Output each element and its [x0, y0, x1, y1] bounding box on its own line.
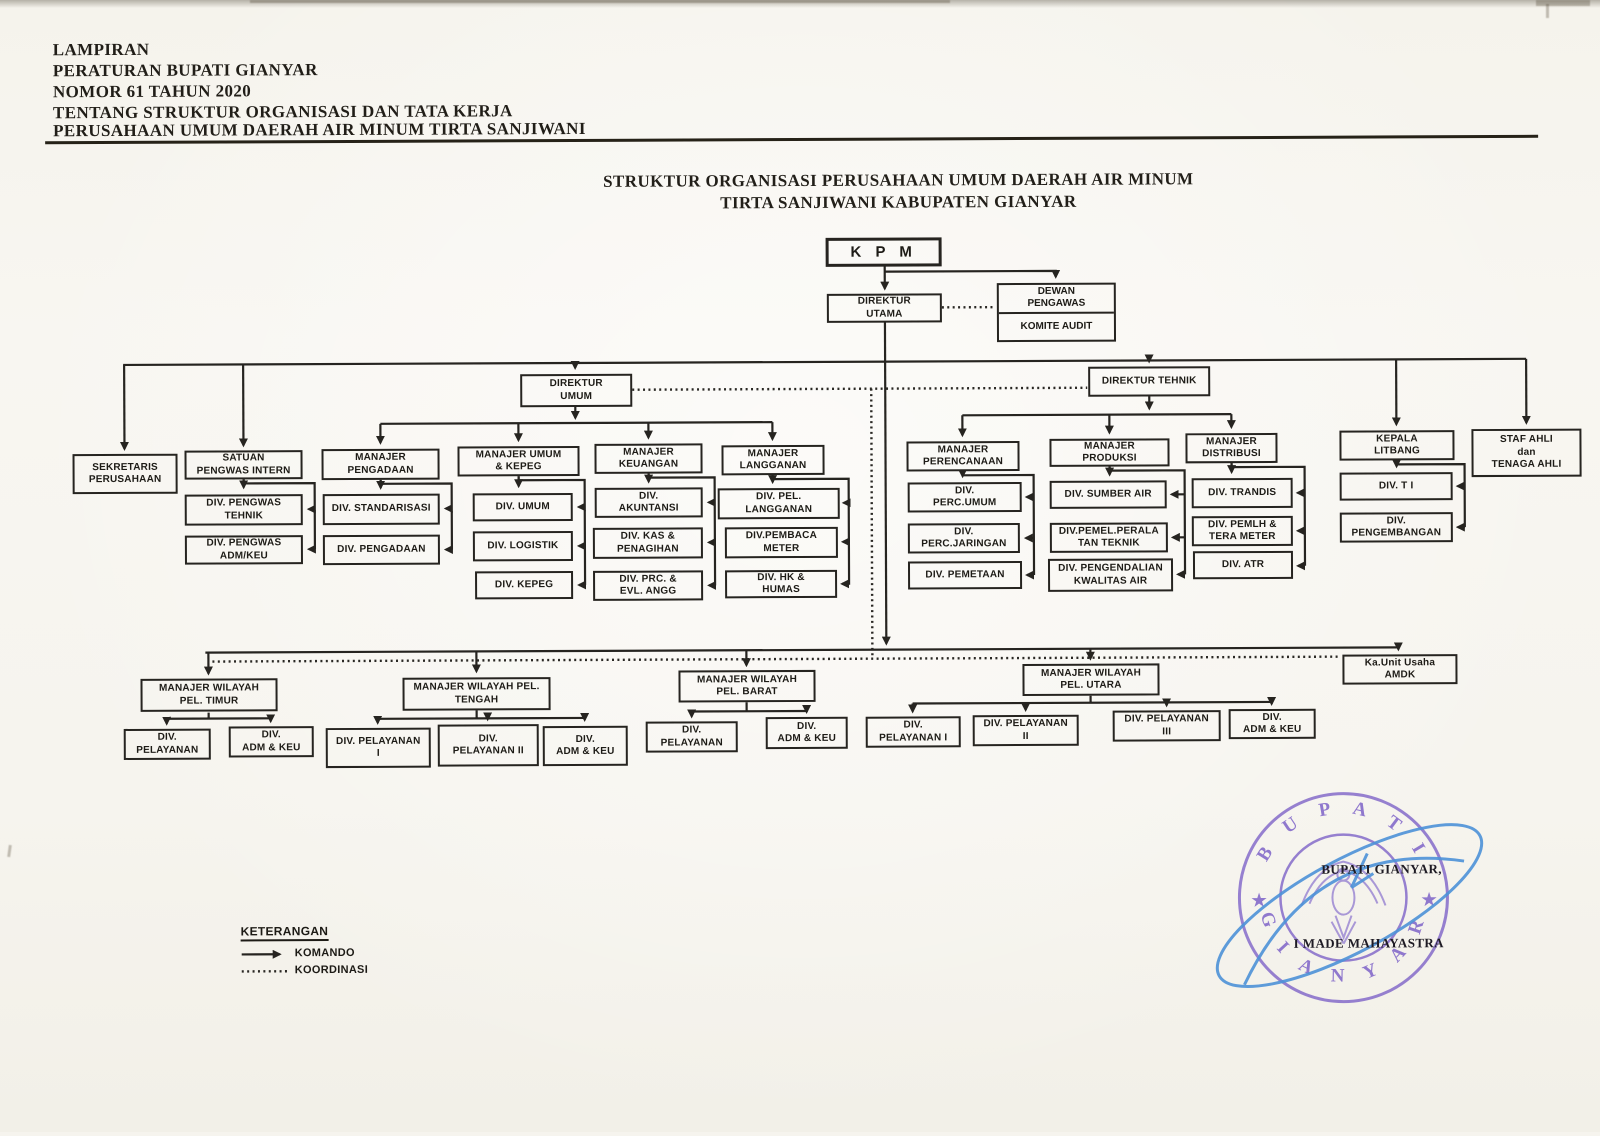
org-box-manajer-keuangan: MANAJER KEUANGAN [594, 443, 702, 473]
org-box-div-perc-umum: DIV. PERC.UMUM [908, 482, 1022, 512]
org-box-div-logistik: DIV. LOGISTIK [473, 531, 573, 561]
org-box-direktur-utama: DIREKTUR UTAMA [827, 293, 942, 323]
signatory-title: BUPATI GIANYAR, [1321, 861, 1442, 878]
org-box-utara-div-admkeu: DIV. ADM & KEU [1229, 709, 1316, 739]
org-box-manajer-wilayah-timur: MANAJER WILAYAH PEL. TIMUR [140, 678, 277, 712]
org-box-div-akuntansi: DIV. AKUNTANSI [595, 487, 703, 517]
org-box-kepala-litbang: KEPALA LITBANG [1339, 430, 1454, 461]
org-box-manajer-umum-kepeg: MANAJER UMUM & KEPEG [457, 446, 579, 477]
org-box-div-kepeg: DIV. KEPEG [475, 571, 573, 599]
org-box-barat-div-admkeu: DIV. ADM & KEU [766, 717, 848, 749]
org-box-div-pemel-peralatan: DIV.PEMEL.PERALA TAN TEKNIK [1050, 522, 1168, 553]
org-box-manajer-distribusi: MANAJER DISTRIBUSI [1185, 433, 1277, 463]
org-box-timur-div-pelayanan: DIV. PELAYANAN [124, 729, 211, 760]
org-box-manajer-pengadaan: MANAJER PENGADAAN [321, 449, 439, 481]
legend-koordinasi-label: KOORDINASI [295, 964, 368, 976]
signatory-name: I MADE MAHAYASTRA [1294, 935, 1444, 952]
org-box-div-umum: DIV. UMUM [473, 493, 573, 521]
org-box-tengah-div-pelayanan-1: DIV. PELAYANAN I [326, 728, 431, 768]
org-box-div-pengembangan: DIV. PENGEMBANGAN [1340, 512, 1453, 542]
org-box-kpm: K P M [826, 237, 942, 267]
org-box-dewan-pengawas-komite-audit: DEWAN PENGAWAS KOMITE AUDIT [997, 283, 1116, 343]
org-box-manajer-perencanaan: MANAJER PERENCANAAN [906, 441, 1019, 471]
org-box-div-prc-evl-angg: DIV. PRC. & EVL. ANGG [593, 570, 703, 600]
org-box-manajer-wilayah-barat: MANAJER WILAYAH PEL. BARAT [678, 670, 815, 703]
org-box-div-pel-langganan: DIV. PEL. LANGGANAN [718, 488, 840, 520]
org-box-utara-div-pelayanan-3: DIV. PELAYANAN III [1113, 710, 1221, 741]
org-box-staf-ahli: STAF AHLI dan TENAGA AHLI [1471, 429, 1581, 477]
org-box-direktur-umum: DIREKTUR UMUM [520, 374, 632, 407]
org-box-div-kas-penagihan: DIV. KAS & PENAGIHAN [593, 527, 703, 558]
org-box-tengah-div-pelayanan-2: DIV. PELAYANAN II [438, 724, 539, 766]
org-box-div-ti: DIV. T I [1340, 472, 1453, 500]
org-box-sekretaris-perusahaan: SEKRETARIS PERUSAHAAN [73, 454, 178, 494]
org-box-div-pemetaan: DIV. PEMETAAN [908, 561, 1022, 589]
org-box-manajer-wilayah-utara: MANAJER WILAYAH PEL. UTARA [1022, 663, 1159, 696]
org-cell-dewan-pengawas: DEWAN PENGAWAS [999, 285, 1114, 312]
org-box-div-sumber-air: DIV. SUMBER AIR [1050, 480, 1167, 509]
org-box-div-trandis: DIV. TRANDIS [1192, 478, 1293, 508]
org-box-div-perc-jaringan: DIV. PERC.JARINGAN [908, 523, 1020, 553]
org-cell-komite-audit: KOMITE AUDIT [999, 311, 1114, 340]
org-box-div-pengadaan: DIV. PENGADAAN [323, 535, 440, 566]
org-box-div-standarisasi: DIV. STANDARISASI [323, 494, 440, 526]
official-seal: B U P A T I G I A N Y A R ★ ★ [1199, 775, 1500, 1031]
org-box-satuan-pengwas-intern: SATUAN PENGWAS INTERN [184, 450, 302, 480]
org-box-div-pemlh-tera: DIV. PEMLH & TERA METER [1192, 516, 1293, 546]
legend-title: KETERANGAN [241, 924, 329, 941]
org-box-div-pengendalian-kwalitas: DIV. PENGENDALIAN KWALITAS AIR [1048, 558, 1173, 592]
org-box-barat-div-pelayanan: DIV. PELAYANAN [646, 721, 738, 752]
org-box-div-hk-humas: DIV. HK & HUMAS [725, 570, 837, 598]
org-box-direktur-tehnik: DIREKTUR TEHNIK [1088, 366, 1210, 397]
org-box-utara-div-pelayanan-1: DIV. PELAYANAN I [866, 716, 961, 747]
org-box-manajer-langganan: MANAJER LANGGANAN [721, 445, 824, 475]
org-box-div-pengwas-admkeu: DIV. PENGWAS ADM/KEU [185, 535, 303, 565]
org-box-div-atr: DIV. ATR [1193, 551, 1293, 579]
org-box-ka-unit-usaha-amdk: Ka.Unit Usaha AMDK [1342, 654, 1457, 685]
org-box-manajer-produksi: MANAJER PRODUKSI [1049, 438, 1169, 467]
koordinasi-dotted-lines [211, 306, 1340, 972]
org-box-tengah-div-admkeu: DIV. ADM & KEU [543, 726, 628, 766]
org-box-manajer-wilayah-tengah: MANAJER WILAYAH PEL. TENGAH [402, 677, 550, 711]
legend-komando-label: KOMANDO [295, 947, 355, 959]
org-box-div-pengwas-tehnik: DIV. PENGWAS TEHNIK [185, 494, 303, 526]
org-box-div-pembaca-meter: DIV.PEMBACA METER [725, 527, 838, 558]
org-box-utara-div-pelayanan-2: DIV. PELAYANAN II [973, 715, 1079, 746]
org-box-timur-div-admkeu: DIV. ADM & KEU [229, 726, 314, 757]
